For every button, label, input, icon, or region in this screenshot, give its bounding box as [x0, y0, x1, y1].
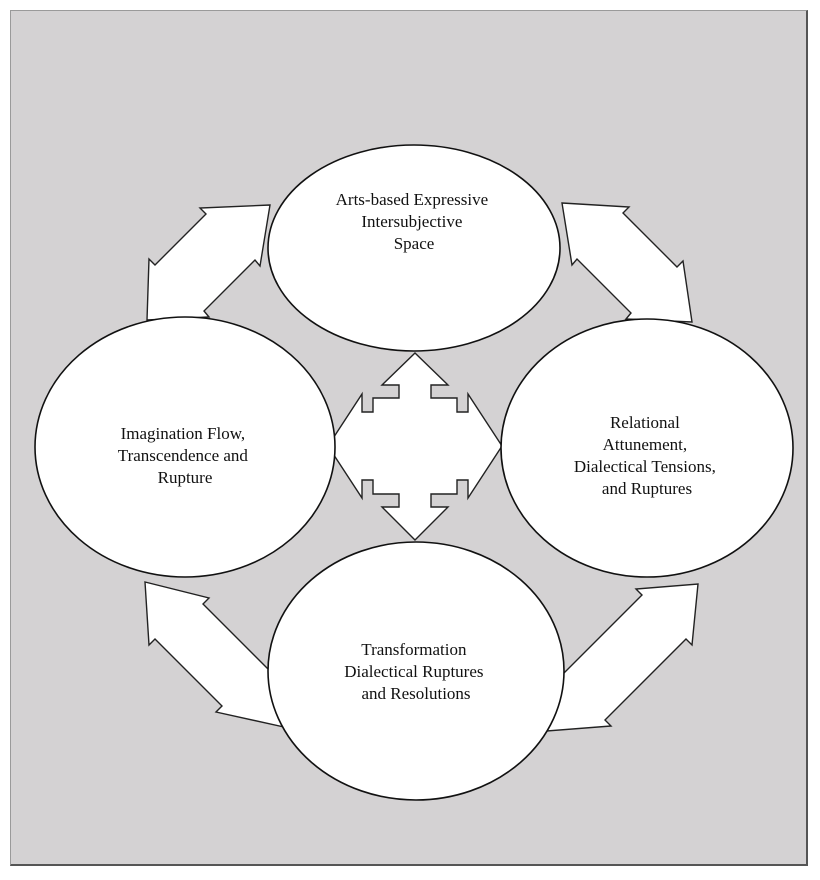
- node-top-label: Arts-based Expressive Intersubjective Sp…: [336, 190, 493, 253]
- node-right-line-3: Dialectical Tensions,: [574, 457, 716, 476]
- node-bottom-ellipse: [267, 541, 565, 801]
- node-bottom-line-3: and Resolutions: [361, 684, 470, 703]
- node-left-line-2: Transcendence and: [118, 446, 249, 465]
- double-arrow-top-right: [561, 202, 693, 323]
- double-arrow-bottom-left: [144, 581, 285, 728]
- node-bottom-line-2: Dialectical Ruptures: [344, 662, 483, 681]
- node-right-line-1: Relational: [610, 413, 680, 432]
- node-top-ellipse: [267, 144, 561, 352]
- node-right-line-4: and Ruptures: [602, 479, 692, 498]
- node-top-line-1: Arts-based Expressive: [336, 190, 489, 209]
- node-top-line-3: Space: [394, 234, 435, 253]
- node-right-label: Relational Attunement, Dialectical Tensi…: [574, 413, 720, 498]
- four-way-arrow: [327, 352, 503, 541]
- node-right-ellipse: [500, 318, 794, 578]
- double-arrow-top-left: [146, 204, 271, 321]
- double-arrow-bottom-right: [546, 583, 699, 732]
- node-right-line-2: Attunement,: [603, 435, 688, 454]
- node-bottom-label: Transformation Dialectical Ruptures and …: [344, 640, 488, 703]
- node-bottom-line-1: Transformation: [361, 640, 467, 659]
- node-left-ellipse: [34, 316, 336, 578]
- node-left-line-1: Imagination Flow,: [121, 424, 246, 443]
- node-left-label: Imagination Flow, Transcendence and Rupt…: [118, 424, 252, 487]
- node-top-line-2: Intersubjective: [361, 212, 462, 231]
- node-left-line-3: Rupture: [158, 468, 213, 487]
